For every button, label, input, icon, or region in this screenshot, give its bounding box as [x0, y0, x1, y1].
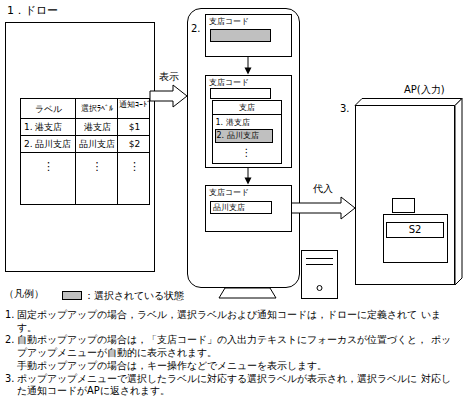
note-text: 1. 固定ポップアップの場合，ラベル，選択ラベルおよび通知コードは，ドローに定義… — [5, 309, 459, 334]
pc-tower — [302, 251, 338, 299]
pc-slot — [306, 264, 333, 265]
node-text: 品川支店 — [213, 202, 271, 213]
node-text: 2. — [191, 23, 205, 35]
node-text: 2. 品川支店 — [21, 136, 76, 153]
popup-menu: 支店 1. 港支店2. 品川支店 ⋮ — [212, 100, 282, 164]
table-box: ラベル選択ﾗﾍﾞﾙ通知ｺｰﾄﾞ1. 港支店港支店$12. 品川支店品川支店$2⋮… — [20, 98, 150, 205]
monitor-base — [219, 288, 276, 298]
node-text: ⋮ — [118, 155, 151, 179]
node-text: 選択ﾗﾍﾞﾙ — [76, 99, 118, 119]
screen-box: 支店コード — [205, 14, 292, 57]
node-text: 品川支店 — [76, 136, 118, 153]
table-line — [75, 98, 76, 205]
note-text: 2. 自動ポップアップの場合は，「支店コード」の入出力テキストにフォーカスが位置… — [5, 334, 459, 359]
legend-swatch — [62, 291, 82, 300]
node-text: 港支店 — [76, 119, 118, 136]
node-text: 1．ドロー — [7, 3, 147, 19]
connector-arrow — [150, 85, 187, 107]
field-group — [384, 215, 448, 263]
pc-slot — [306, 258, 333, 259]
connector-arrow — [245, 168, 252, 185]
table-line — [117, 98, 118, 205]
legend-title: （凡例） — [4, 288, 64, 300]
pc-button — [317, 286, 322, 291]
screen-box: 支店コード支店 1. 港支店2. 品川支店 ⋮ — [205, 75, 292, 168]
node-text: 1. 港支店 — [21, 119, 76, 136]
node-text: 支店コード — [209, 77, 289, 89]
connector-arrow — [245, 57, 252, 75]
node-text: 支店 — [213, 102, 281, 114]
table-line — [20, 135, 150, 136]
table-line — [20, 118, 150, 119]
node-text: 2. 品川支店 — [216, 130, 272, 142]
node-text: 支店コード — [209, 16, 289, 28]
connector-arrow — [292, 197, 356, 219]
legend-text: ：選択されている状態 — [84, 289, 184, 302]
box-side-face — [455, 99, 462, 286]
box-top-face — [355, 99, 462, 106]
node-text: ⋮ — [76, 155, 118, 179]
node-text: $2 — [118, 136, 151, 153]
node-text: $1 — [118, 119, 151, 136]
node-text: ⋮ — [213, 144, 281, 162]
monitor-box: 2.支店コード支店コード支店1. 港支店2. 品川支店⋮支店コード品川支店 — [187, 8, 300, 288]
node-text: AP(入力) — [404, 83, 464, 97]
field-box — [393, 199, 415, 213]
node-text: S2 — [387, 224, 443, 236]
field-box: S2 — [386, 222, 444, 238]
node-text: 支店コード — [209, 187, 289, 199]
screen-box: 支店コード品川支店 — [205, 185, 292, 232]
input-field: 品川支店 — [210, 201, 272, 214]
note-text: 3. ポップアップメニューで選択したラベルに対応する選択ラベルが表示され，選択ラ… — [5, 373, 459, 398]
ap-box: AP(入力)S2 — [355, 105, 455, 285]
node-text: ⋮ — [21, 155, 76, 179]
node-text: ラベル — [21, 99, 76, 119]
draw-panel: 1．ドローラベル選択ﾗﾍﾞﾙ通知ｺｰﾄﾞ1. 港支店港支店$12. 品川支店品川… — [5, 22, 155, 272]
edge-label: 表示 — [149, 71, 189, 83]
callout-number: 3. — [340, 103, 360, 115]
node-text: 1. 港支店 — [216, 117, 276, 129]
selected-input — [211, 30, 271, 42]
table-line — [20, 152, 150, 153]
popup-divider — [212, 114, 282, 115]
note-text: 手動ポップアップの場合は，キー操作などでメニューを表示します。 — [17, 360, 459, 373]
node-text: 通知ｺｰﾄﾞ — [118, 99, 151, 119]
edge-label: 代入 — [303, 183, 343, 195]
input-field — [211, 89, 271, 99]
